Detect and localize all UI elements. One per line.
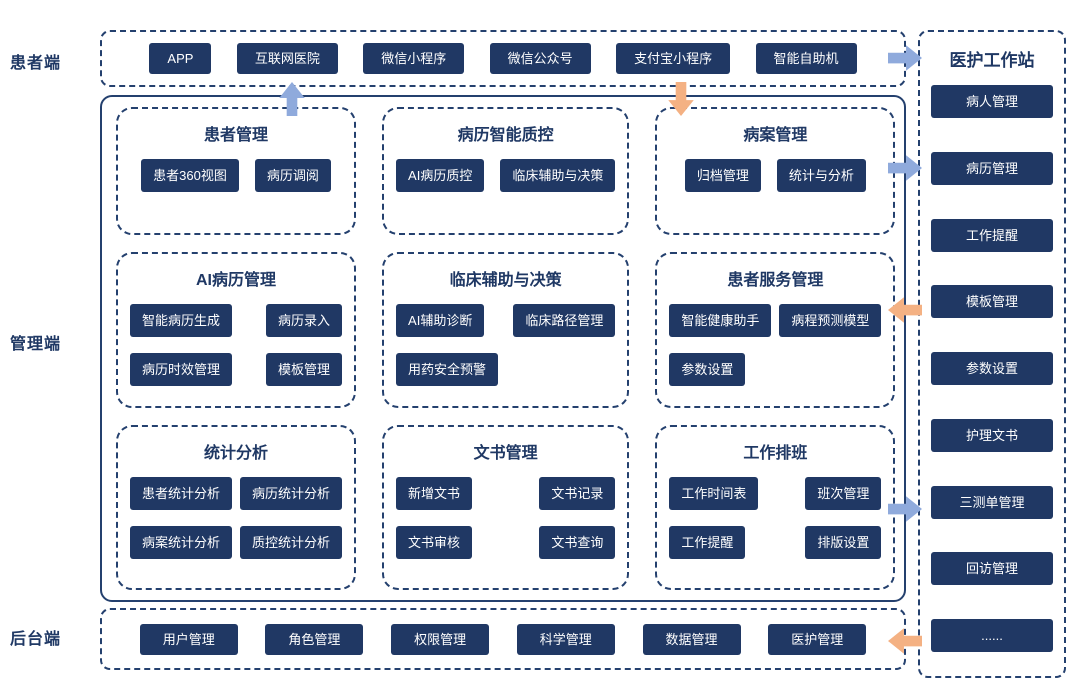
arrow-right-vitals-icon — [888, 496, 922, 522]
module-button: 文书记录 — [539, 477, 616, 510]
backend-data-management: 数据管理 — [642, 623, 741, 655]
arrow-left-template-icon — [888, 297, 922, 323]
module-button: 病历调阅 — [254, 159, 331, 192]
backend-user-management: 用户管理 — [139, 623, 238, 655]
channel-wechat-miniprogram: 微信小程序 — [363, 43, 465, 74]
module-button: 排版设置 — [805, 526, 882, 559]
arrow-down-icon — [668, 82, 694, 116]
group-title: 患者服务管理 — [727, 272, 824, 289]
arrow-right-channels-icon — [888, 45, 922, 71]
module-button: 文书查询 — [539, 526, 616, 559]
module-button: 归档管理 — [684, 159, 761, 192]
workstation-more: ...... — [931, 619, 1053, 652]
module-button: 用药安全预警 — [396, 353, 499, 386]
group-title: AI病历管理 — [196, 272, 277, 289]
backend-science-management: 科学管理 — [516, 623, 615, 655]
module-button: 病案统计分析 — [130, 526, 233, 559]
group-document-management: 文书管理 新增文书 文书记录 文书审核 文书查询 — [382, 425, 630, 590]
module-button: 班次管理 — [805, 477, 882, 510]
channel-wechat-official: 微信公众号 — [489, 43, 591, 74]
group-title: 文书管理 — [473, 445, 538, 462]
group-title: 患者管理 — [204, 127, 269, 144]
group-patient-service-management: 患者服务管理 智能健康助手 病程预测模型 参数设置 — [655, 252, 896, 408]
group-title: 工作排班 — [743, 445, 808, 462]
backend-role-management: 角色管理 — [265, 623, 364, 655]
workstation-nursing-documents: 护理文书 — [931, 418, 1053, 452]
channel-smart-kiosk: 智能自助机 — [755, 43, 857, 74]
module-button: 智能病历生成 — [130, 304, 233, 337]
backend-medical-staff-management: 医护管理 — [768, 623, 867, 655]
side-label-backend: 后台端 — [10, 631, 62, 648]
arrow-right-records-icon — [888, 155, 922, 181]
module-button: 病历录入 — [266, 304, 343, 337]
workstation-parameter-settings: 参数设置 — [931, 352, 1053, 385]
module-button: 病程预测模型 — [779, 304, 882, 337]
group-record-quality-control: 病历智能质控 AI病历质控 临床辅助与决策 — [382, 107, 630, 235]
backend-permission-management: 权限管理 — [391, 623, 490, 655]
module-button: 参数设置 — [669, 353, 746, 386]
management-panel: 患者管理 患者360视图 病历调阅 病历智能质控 AI病历质控 临床辅助与决策 … — [100, 95, 906, 602]
module-button: 患者360视图 — [141, 159, 239, 192]
module-button: 临床路径管理 — [513, 304, 616, 337]
module-button: 临床辅助与决策 — [500, 159, 616, 192]
module-button: 新增文书 — [396, 477, 473, 510]
module-button: 模板管理 — [266, 353, 343, 386]
group-statistics-analysis: 统计分析 患者统计分析 病历统计分析 病案统计分析 质控统计分析 — [116, 425, 357, 590]
module-button: 工作时间表 — [669, 477, 759, 510]
arrow-left-backend-icon — [888, 628, 922, 654]
module-button: AI病历质控 — [396, 159, 485, 192]
arrow-up-icon — [279, 82, 305, 116]
channel-internet-hospital: 互联网医院 — [236, 43, 338, 74]
group-patient-management: 患者管理 患者360视图 病历调阅 — [116, 107, 357, 235]
group-title: 临床辅助与决策 — [449, 272, 562, 289]
workstation-title: 医护工作站 — [949, 51, 1035, 70]
group-title: 病历智能质控 — [457, 127, 554, 144]
group-ai-record-management: AI病历管理 智能病历生成 病历录入 病历时效管理 模板管理 — [116, 252, 357, 408]
workstation-vitals-sheet-management: 三测单管理 — [931, 485, 1053, 519]
workstation-followup-management: 回访管理 — [931, 552, 1053, 586]
module-button: 病历时效管理 — [130, 353, 233, 386]
group-case-management: 病案管理 归档管理 统计与分析 — [655, 107, 896, 235]
group-work-scheduling: 工作排班 工作时间表 班次管理 工作提醒 排版设置 — [655, 425, 896, 590]
workstation-work-reminder: 工作提醒 — [931, 218, 1053, 252]
module-button: 质控统计分析 — [240, 526, 343, 559]
group-title: 统计分析 — [204, 445, 269, 462]
channel-alipay-miniprogram: 支付宝小程序 — [616, 43, 731, 74]
workstation-panel: 医护工作站 病人管理 病历管理 工作提醒 模板管理 参数设置 护理文书 三测单管… — [918, 30, 1066, 678]
module-button: 统计与分析 — [776, 159, 866, 192]
module-button: 患者统计分析 — [130, 477, 233, 510]
group-clinical-decision-support: 临床辅助与决策 AI辅助诊断 临床路径管理 用药安全预警 — [382, 252, 630, 408]
workstation-template-management: 模板管理 — [931, 285, 1053, 319]
workstation-record-management: 病历管理 — [931, 151, 1053, 185]
module-button: 病历统计分析 — [240, 477, 343, 510]
patient-channels-panel: APP 互联网医院 微信小程序 微信公众号 支付宝小程序 智能自助机 — [100, 30, 906, 87]
module-button: 工作提醒 — [669, 526, 746, 559]
module-button: AI辅助诊断 — [396, 304, 485, 337]
module-button: 智能健康助手 — [669, 304, 772, 337]
side-label-patient: 患者端 — [10, 55, 62, 72]
backend-panel: 用户管理 角色管理 权限管理 科学管理 数据管理 医护管理 — [100, 608, 906, 670]
side-label-management: 管理端 — [10, 336, 62, 353]
channel-app: APP — [149, 43, 212, 74]
workstation-patient-management: 病人管理 — [931, 85, 1053, 118]
group-title: 病案管理 — [743, 127, 808, 144]
module-button: 文书审核 — [396, 526, 473, 559]
